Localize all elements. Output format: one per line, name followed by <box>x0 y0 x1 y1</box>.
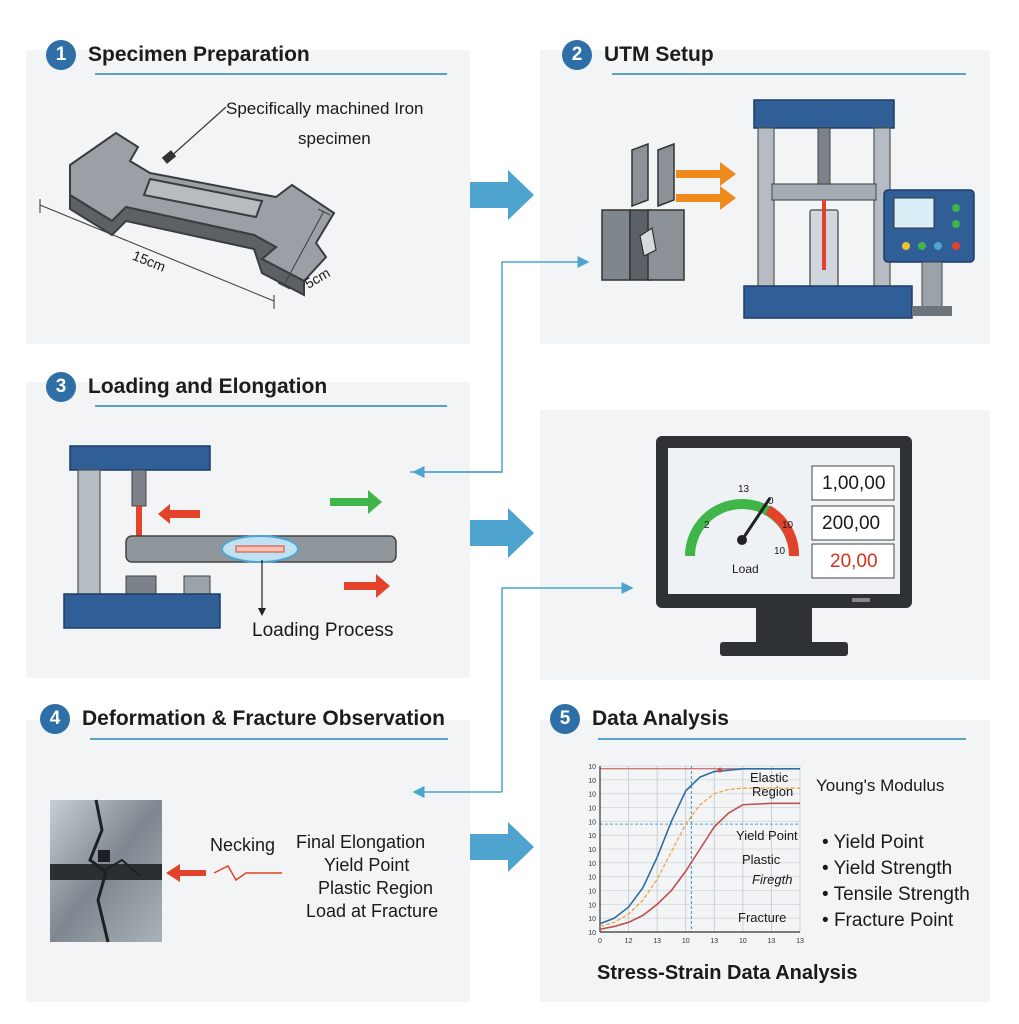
y-tick-label: 10 <box>588 806 596 813</box>
necking-label: Necking <box>210 835 276 855</box>
readout-2: 200,00 <box>822 513 881 534</box>
y-tick-label: 10 <box>588 861 596 868</box>
x-tick-label: 13 <box>768 938 776 945</box>
step-number-badge: 2 <box>562 40 592 70</box>
step-number-badge: 5 <box>550 704 580 734</box>
specimen-callout-line2: specimen <box>298 129 371 148</box>
step-title: UTM Setup <box>604 43 714 66</box>
chart-annotation-plastic: Plastic <box>742 852 781 867</box>
panel-data-analysis <box>540 720 990 1002</box>
necking-arrow <box>166 864 282 882</box>
gauge-label: Load <box>732 562 759 576</box>
step-title: Loading and Elongation <box>88 375 328 398</box>
chart-annotation-elastic: Elastic <box>750 770 789 785</box>
x-tick-label: 10 <box>739 938 747 945</box>
analysis-bullet: • Tensile Strength <box>822 884 970 905</box>
flow-arrow-1-to-2 <box>470 170 534 220</box>
step-title: Deformation & Fracture Observation <box>82 707 445 730</box>
gauge-tick: 10 <box>782 520 794 531</box>
chart-annotation-fracture: Fracture <box>738 910 787 925</box>
x-tick-label: 10 <box>682 938 690 945</box>
step-5-heading: 5 Data Analysis <box>550 704 729 734</box>
readout-3: 20,00 <box>830 551 878 572</box>
x-tick-label: 13 <box>710 938 718 945</box>
step-number-badge: 4 <box>40 704 70 734</box>
step-title: Data Analysis <box>592 707 729 730</box>
step-title: Specimen Preparation <box>88 43 310 66</box>
y-tick-label: 10 <box>588 764 596 771</box>
chart-annotation-firegth: Firegth <box>752 872 793 887</box>
observation-item: Yield Point <box>324 855 410 875</box>
specimen-illustration <box>39 106 336 309</box>
gauge-tick: 0 <box>768 496 774 507</box>
observation-item: Final Elongation <box>296 832 426 852</box>
y-tick-label: 10 <box>588 875 596 882</box>
analysis-bullet: • Fracture Point <box>822 910 954 931</box>
orange-arrows <box>676 162 736 210</box>
y-tick-label: 10 <box>588 847 596 854</box>
series-line <box>599 787 800 928</box>
gauge-tick: 10 <box>774 546 786 557</box>
gauge-tick: 13 <box>738 484 750 495</box>
fracture-photo <box>50 799 162 943</box>
observation-item: Plastic Region <box>318 878 434 898</box>
elastic-limit-point <box>717 767 723 773</box>
analysis-bullet-text: Fracture Point <box>833 910 954 931</box>
x-tick-label: 13 <box>796 938 804 945</box>
dimension-lines <box>39 199 331 309</box>
gauge-tick: 2 <box>704 520 710 531</box>
loading-process-caption: Loading Process <box>252 620 394 641</box>
x-tick-label: 12 <box>625 938 633 945</box>
chart-annotation-region: Region <box>752 784 794 799</box>
analysis-bullet-text: Yield Point <box>833 832 924 853</box>
y-tick-label: 10 <box>588 833 596 840</box>
step-number-badge: 1 <box>46 40 76 70</box>
flow-arrow-4-to-5 <box>470 822 534 872</box>
youngs-modulus-label: Young's Modulus <box>816 776 945 795</box>
readout-1: 1,00,00 <box>822 473 886 494</box>
series-line <box>599 802 800 931</box>
heading-rule <box>95 73 447 75</box>
dog-bone-specimen <box>69 131 336 297</box>
y-tick-label: 10 <box>588 916 596 923</box>
step-number-badge: 3 <box>46 372 76 402</box>
heading-rule <box>90 738 448 740</box>
step-4-heading: 4 Deformation & Fracture Observation <box>40 704 445 734</box>
x-tick-label: 13 <box>653 938 661 945</box>
analysis-caption: Stress-Strain Data Analysis <box>597 962 858 984</box>
observation-item: Load at Fracture <box>306 901 439 921</box>
analysis-bullet: • Yield Strength <box>822 858 953 879</box>
monitor-illustration <box>656 436 912 656</box>
series-line <box>599 767 800 925</box>
chart-annotation-yield-point: Yield Point <box>736 828 798 843</box>
step-1-heading: 1 Specimen Preparation <box>46 40 310 70</box>
heading-rule <box>598 738 966 740</box>
y-tick-label: 10 <box>588 792 596 799</box>
y-tick-label: 10 <box>588 889 596 896</box>
y-tick-label: 10 <box>588 930 596 937</box>
y-tick-label: 10 <box>588 778 596 785</box>
grip-illustration <box>601 142 685 281</box>
step-3-heading: 3 Loading and Elongation <box>46 372 327 402</box>
heading-rule <box>612 73 966 75</box>
analysis-bullet-text: Tensile Strength <box>833 884 970 905</box>
y-tick-label: 10 <box>588 902 596 909</box>
load-gauge <box>685 497 800 557</box>
heading-rule <box>95 405 447 407</box>
y-tick-label: 10 <box>588 819 596 826</box>
analysis-bullet-text: Yield Strength <box>833 858 953 879</box>
x-tick-label: 0 <box>598 938 602 945</box>
specimen-callout-line1: Specifically machined Iron <box>226 99 424 118</box>
flow-arrow-3-to-monitor <box>470 508 534 558</box>
analysis-bullet: • Yield Point <box>822 832 924 853</box>
loading-illustration <box>63 445 397 629</box>
utm-machine <box>743 99 975 319</box>
step-2-heading: 2 UTM Setup <box>562 40 714 70</box>
